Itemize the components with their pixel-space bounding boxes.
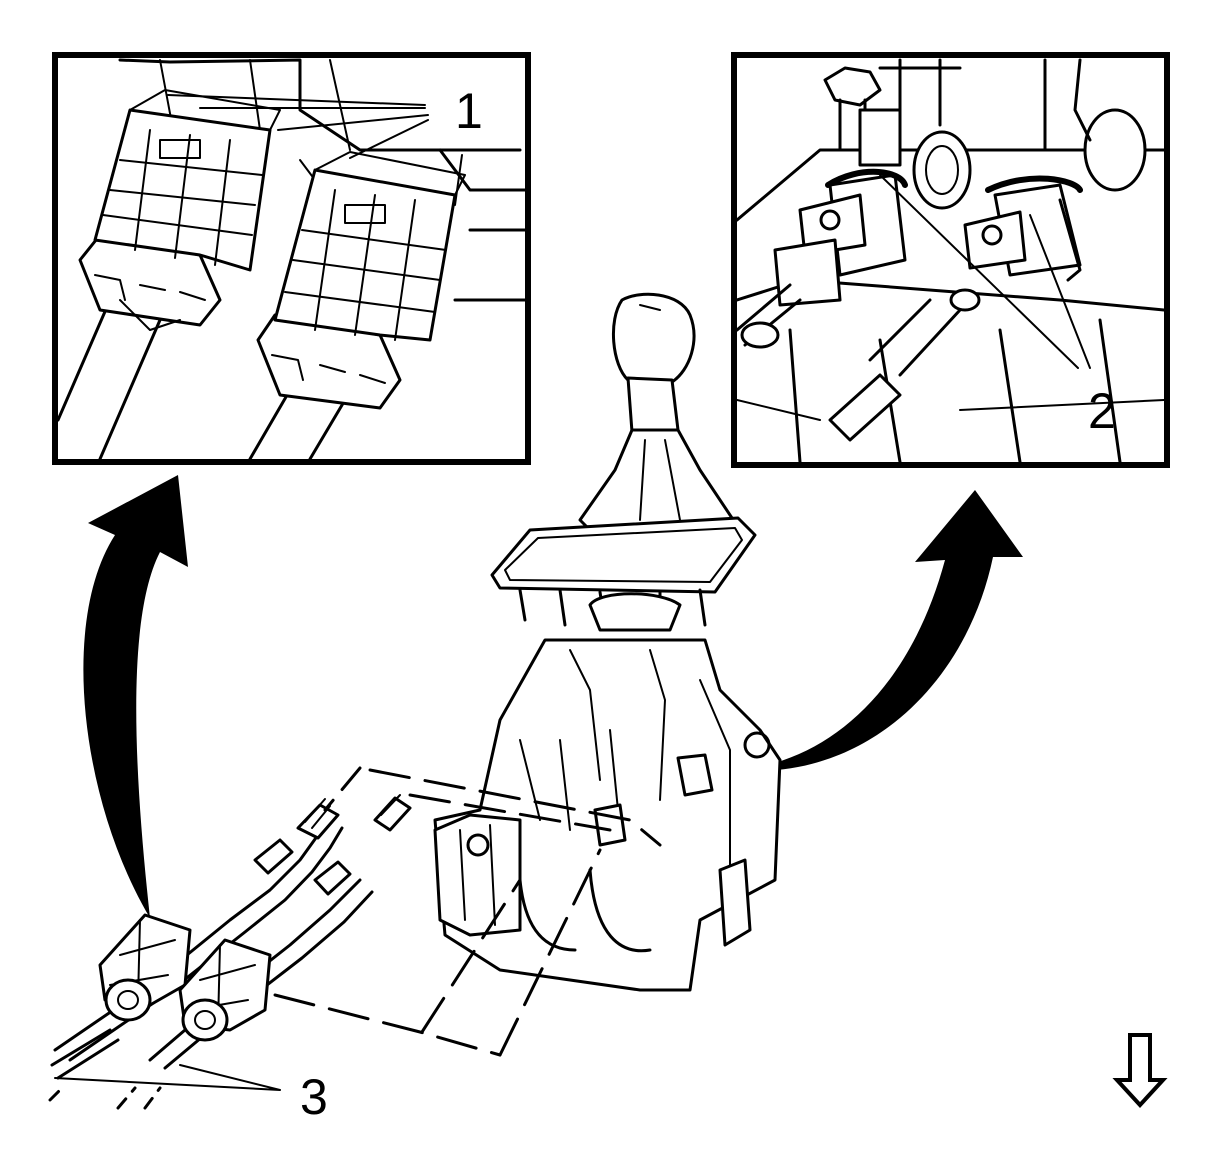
callout-3-label: 3 <box>300 1069 328 1125</box>
cable-end-left <box>737 130 972 349</box>
shift-knob <box>611 292 696 434</box>
callout-1-label: 1 <box>455 83 483 139</box>
assembly-guide-lines <box>273 766 662 1057</box>
cable-clip-right <box>256 151 466 410</box>
cable-end-right <box>963 58 1147 282</box>
callout-2-label: 2 <box>1088 383 1116 439</box>
cable-clip-left <box>78 89 281 331</box>
arrow-to-detail-1-icon <box>83 475 188 918</box>
cable-clip-main-right <box>178 938 272 1042</box>
bolt <box>823 66 902 167</box>
shift-cables <box>50 794 412 1080</box>
cable-clip-main-left <box>98 913 192 1022</box>
shifter-bezel <box>490 516 757 627</box>
arrow-to-detail-2-icon <box>740 490 1023 771</box>
down-arrow-icon <box>1112 1033 1168 1108</box>
callout-3-leaders <box>48 1064 281 1110</box>
shifter-assembly <box>433 292 782 992</box>
detail-view-cable-clips: 1 <box>52 52 531 465</box>
detail-view-cable-ends: 2 <box>731 52 1170 468</box>
